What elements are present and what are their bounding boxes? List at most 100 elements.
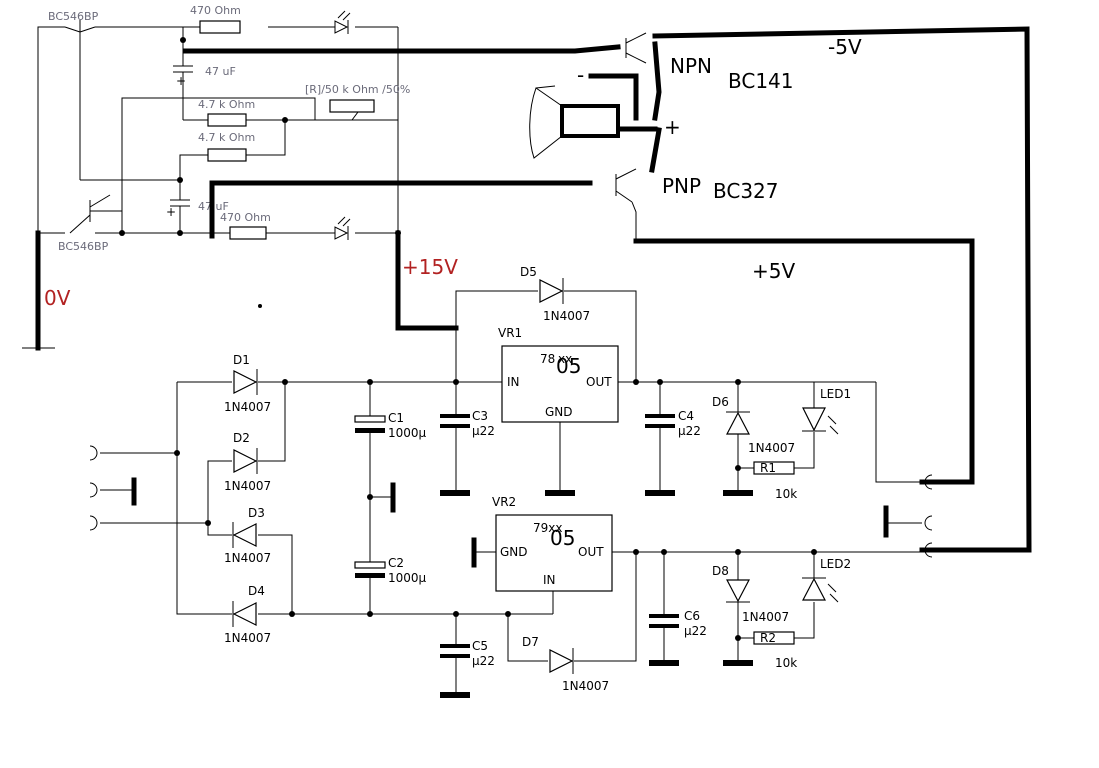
hand-drawn-wires: [22, 26, 1032, 568]
vr1-label: VR1: [498, 326, 522, 340]
r-mid2-label: 4.7 k Ohm: [198, 131, 255, 144]
regulator-vr1: [501, 345, 619, 423]
c2-label: C2: [388, 556, 404, 570]
d2-part: 1N4007: [224, 479, 271, 493]
diode-d1: [233, 369, 258, 395]
c5-value: µ22: [472, 654, 495, 668]
d7-label: D7: [522, 635, 539, 649]
d3-label: D3: [248, 506, 265, 520]
led-bottom-icon: [334, 216, 351, 240]
q-top-label: BC546BP: [48, 10, 99, 23]
diode-d4: [232, 601, 257, 627]
d4-label: D4: [248, 584, 265, 598]
c6-value: µ22: [684, 624, 707, 638]
r-bottom-label: 470 Ohm: [220, 211, 271, 224]
rail-0v-label: 0V: [44, 286, 71, 310]
potentiometer: [329, 99, 375, 113]
c-bottom-plus: +: [166, 205, 176, 219]
d5-part: 1N4007: [543, 309, 590, 323]
regulator-vr2: [495, 514, 613, 592]
c2-value: 1000µ: [388, 571, 427, 585]
c4-value: µ22: [678, 424, 701, 438]
c3-value: µ22: [472, 424, 495, 438]
capacitor-c1: [354, 415, 386, 423]
led2-label: LED2: [820, 557, 851, 571]
output-jack-minus: [924, 542, 933, 558]
led2-icon: [802, 577, 839, 603]
d8-label: D8: [712, 564, 729, 578]
c1-value: 1000µ: [388, 426, 427, 440]
d6-part: 1N4007: [748, 441, 795, 455]
diode-d3: [232, 522, 257, 548]
transistor-q-bottom: [69, 194, 122, 234]
vr2-label: VR2: [492, 495, 516, 509]
r1-label: R1: [760, 461, 776, 475]
d1-part: 1N4007: [224, 400, 271, 414]
r1-value: 10k: [775, 487, 797, 501]
rail-minus5-label: -5V: [828, 35, 862, 59]
diode-d7: [549, 648, 574, 674]
vr2-pin-in: IN: [543, 573, 556, 587]
d5-label: D5: [520, 265, 537, 279]
q-bottom-label: BC546BP: [58, 240, 109, 253]
speaker-minus: -: [577, 63, 584, 87]
power-supply-section: D1 1N4007 D2 1N4007 D3 1N4007 D4 1N4007 …: [89, 265, 933, 698]
c-top-label: 47 uF: [205, 65, 236, 78]
rail-plus5-label: +5V: [752, 259, 795, 283]
diode-d8: [726, 579, 750, 603]
c1-label: C1: [388, 411, 404, 425]
d3-part: 1N4007: [224, 551, 271, 565]
output-jack-plus: [924, 474, 933, 490]
vr1-pin-gnd: GND: [545, 405, 573, 419]
led-top-icon: [334, 10, 351, 34]
pnp-part-label: BC327: [713, 179, 779, 203]
d8-part: 1N4007: [742, 610, 789, 624]
r-mid1-label: 4.7 k Ohm: [198, 98, 255, 111]
c5-label: C5: [472, 639, 488, 653]
vr1-value: 05: [556, 354, 581, 378]
npn-type-label: NPN: [670, 54, 712, 78]
led1-icon: [802, 407, 839, 435]
input-jack-icons: [89, 445, 98, 531]
d2-label: D2: [233, 431, 250, 445]
oscillator-section: BC546BP 470 Ohm + 47 uF 4.7 k Ohm [R]/50…: [37, 4, 410, 308]
output-jack-gnd: [924, 515, 933, 531]
speaker-plus: +: [664, 115, 681, 139]
d1-label: D1: [233, 353, 250, 367]
r2-label: R2: [760, 631, 776, 645]
c4-label: C4: [678, 409, 694, 423]
r2-value: 10k: [775, 656, 797, 670]
pot-label: [R]/50 k Ohm /50%: [305, 83, 410, 96]
vr1-xx: xx: [558, 352, 572, 366]
capacitor-c2: [354, 561, 386, 569]
c-top-plus: +: [176, 74, 186, 88]
rail-plus15-label: +15V: [402, 255, 458, 279]
vr1-pin-in: IN: [507, 375, 520, 389]
resistor-4k7-1: [207, 113, 247, 127]
vr1-pin-out: OUT: [586, 375, 612, 389]
vr2-pin-gnd: GND: [500, 545, 528, 559]
diode-d6: [726, 411, 750, 435]
c6-label: C6: [684, 609, 700, 623]
driver-section: NPN BC141 PNP BC327 - +: [529, 32, 794, 241]
vr2-type: 79xx: [533, 521, 562, 535]
resistor-470-bottom: [229, 226, 267, 240]
led1-label: LED1: [820, 387, 851, 401]
diode-d2: [233, 448, 258, 474]
d4-part: 1N4007: [224, 631, 271, 645]
d7-part: 1N4007: [562, 679, 609, 693]
vr1-type: 78: [540, 352, 555, 366]
resistor-470-top: [199, 20, 241, 34]
c3-label: C3: [472, 409, 488, 423]
transistor-q-top: [64, 20, 180, 181]
d6-label: D6: [712, 395, 729, 409]
speaker-icon: [529, 85, 620, 159]
vr2-value: 05: [550, 526, 575, 550]
vr2-pin-out: OUT: [578, 545, 604, 559]
npn-part-label: BC141: [728, 69, 794, 93]
r-top-label: 470 Ohm: [190, 4, 241, 17]
pnp-type-label: PNP: [662, 174, 701, 198]
diode-d5: [539, 278, 564, 304]
resistor-4k7-2: [207, 148, 247, 162]
